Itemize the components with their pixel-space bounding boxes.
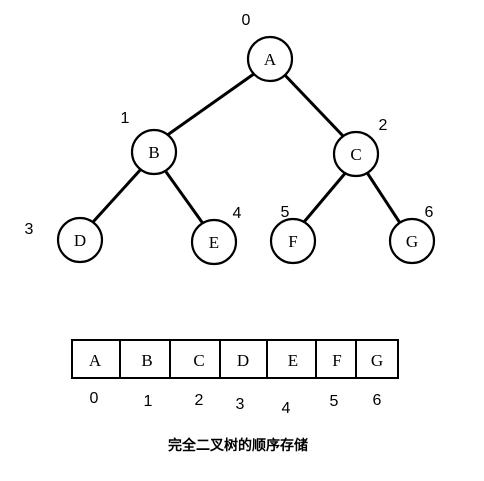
node-circle xyxy=(388,217,436,265)
edge-c-f xyxy=(302,169,349,224)
tree-node-g: G xyxy=(388,217,436,265)
array-index: 2 xyxy=(195,392,204,409)
node-index: 3 xyxy=(25,221,34,238)
array-index: 1 xyxy=(144,393,153,410)
array-cell xyxy=(169,339,221,379)
node-circle xyxy=(190,218,238,266)
node-circle xyxy=(246,35,294,83)
array-index: 4 xyxy=(282,400,291,417)
node-index: 5 xyxy=(281,204,290,221)
tree-node-c: C xyxy=(332,130,380,178)
node-index: 6 xyxy=(425,204,434,221)
tree-node-f: F xyxy=(269,217,317,265)
node-index: 0 xyxy=(242,12,251,29)
node-label: A xyxy=(264,50,277,69)
node-label: C xyxy=(350,145,361,164)
array-index: 3 xyxy=(236,396,245,413)
node-circle xyxy=(269,217,317,265)
array-cell-label: B xyxy=(141,351,152,370)
tree-node-b: B xyxy=(130,128,178,176)
node-circle xyxy=(130,128,178,176)
tree-node-a: A xyxy=(246,35,294,83)
array-cell xyxy=(266,339,317,379)
node-label: E xyxy=(209,233,219,252)
edge-b-e xyxy=(162,167,206,227)
tree-node-d: D xyxy=(56,216,104,264)
array-cell xyxy=(355,339,399,379)
array-cell-label: G xyxy=(371,351,383,370)
node-label: F xyxy=(288,232,297,251)
node-circle xyxy=(332,130,380,178)
edge-b-d xyxy=(91,166,144,224)
storage-array: A B C D E F G xyxy=(71,339,399,379)
array-index: 5 xyxy=(330,393,339,410)
tree-node-indices: 0 1 2 3 4 5 6 xyxy=(25,12,434,238)
node-label: B xyxy=(148,143,159,162)
edge-a-b xyxy=(164,69,260,138)
node-circle xyxy=(56,216,104,264)
array-index: 6 xyxy=(373,392,382,409)
node-index: 1 xyxy=(121,110,130,127)
node-index: 2 xyxy=(379,117,388,134)
node-label: G xyxy=(406,232,418,251)
edge-a-c xyxy=(279,69,346,139)
edge-c-g xyxy=(364,169,402,225)
array-index: 0 xyxy=(90,390,99,407)
node-index: 4 xyxy=(233,205,242,222)
tree-edges xyxy=(91,69,402,227)
node-label: D xyxy=(74,231,86,250)
storage-array-indices: 0 1 2 3 4 5 6 xyxy=(90,390,382,417)
array-cell-label: E xyxy=(288,351,298,370)
array-cell-label: C xyxy=(193,351,204,370)
array-cell-label: F xyxy=(332,351,341,370)
array-cell-label: A xyxy=(89,351,102,370)
array-cell-label: D xyxy=(237,351,249,370)
diagram-caption: 完全二叉树的顺序存储 xyxy=(168,437,308,454)
tree-node-e: E xyxy=(190,218,238,266)
